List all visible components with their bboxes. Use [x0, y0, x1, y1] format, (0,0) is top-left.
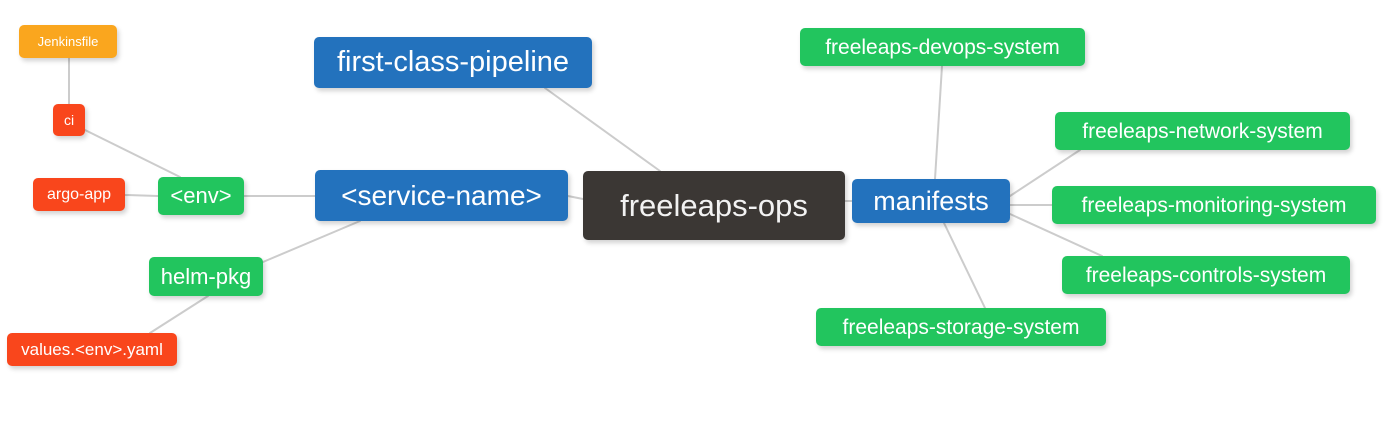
node-freeleaps-monitoring-system[interactable]: freeleaps-monitoring-system — [1052, 186, 1376, 224]
node-helm-pkg[interactable]: helm-pkg — [149, 257, 263, 296]
node-label-freeleaps-devops-system: freeleaps-devops-system — [825, 35, 1060, 59]
node-argo-app[interactable]: argo-app — [33, 178, 125, 211]
node-freeleaps-storage-system[interactable]: freeleaps-storage-system — [816, 308, 1106, 346]
edge-valuesyaml-helmpkg — [149, 295, 209, 334]
edge-manifests-devops — [934, 65, 943, 180]
node-label-freeleaps-ops: freeleaps-ops — [620, 188, 808, 223]
node-first-class-pipeline[interactable]: first-class-pipeline — [314, 37, 592, 88]
node-label-ci: ci — [63, 112, 75, 128]
node-freeleaps-controls-system[interactable]: freeleaps-controls-system — [1062, 256, 1350, 294]
node-ci[interactable]: ci — [53, 104, 85, 136]
node-freeleaps-network-system[interactable]: freeleaps-network-system — [1055, 112, 1350, 150]
node-label-first-class-pipeline: first-class-pipeline — [336, 46, 570, 78]
edge-pipeline-freeleapsops — [544, 87, 661, 172]
edge-servicename-freeleapsops — [567, 195, 584, 200]
edge-ci-env — [84, 129, 181, 178]
edge-argoapp-env — [124, 194, 159, 197]
node-freeleaps-devops-system[interactable]: freeleaps-devops-system — [800, 28, 1085, 66]
node-values-yaml[interactable]: values.<env>.yaml — [7, 333, 177, 366]
node-label-freeleaps-controls-system: freeleaps-controls-system — [1085, 263, 1327, 287]
edge-manifests-storage — [943, 222, 986, 309]
node-env[interactable]: <env> — [158, 177, 244, 215]
node-freeleaps-ops[interactable]: freeleaps-ops — [583, 171, 845, 240]
node-label-values-yaml: values.<env>.yaml — [21, 340, 163, 359]
edge-helmpkg-servicename — [262, 220, 361, 263]
node-label-helm-pkg: helm-pkg — [160, 263, 252, 289]
node-manifests[interactable]: manifests — [852, 179, 1010, 223]
node-label-env: <env> — [170, 183, 232, 208]
node-label-freeleaps-network-system: freeleaps-network-system — [1082, 119, 1323, 143]
node-service-name[interactable]: <service-name> — [315, 170, 568, 221]
node-label-freeleaps-storage-system: freeleaps-storage-system — [842, 315, 1080, 339]
node-label-argo-app: argo-app — [46, 185, 112, 203]
node-label-freeleaps-monitoring-system: freeleaps-monitoring-system — [1081, 193, 1347, 217]
node-label-service-name: <service-name> — [341, 179, 542, 211]
node-label-jenkinsfile: Jenkinsfile — [37, 34, 99, 49]
node-label-manifests: manifests — [873, 185, 989, 216]
node-jenkinsfile[interactable]: Jenkinsfile — [19, 25, 117, 58]
